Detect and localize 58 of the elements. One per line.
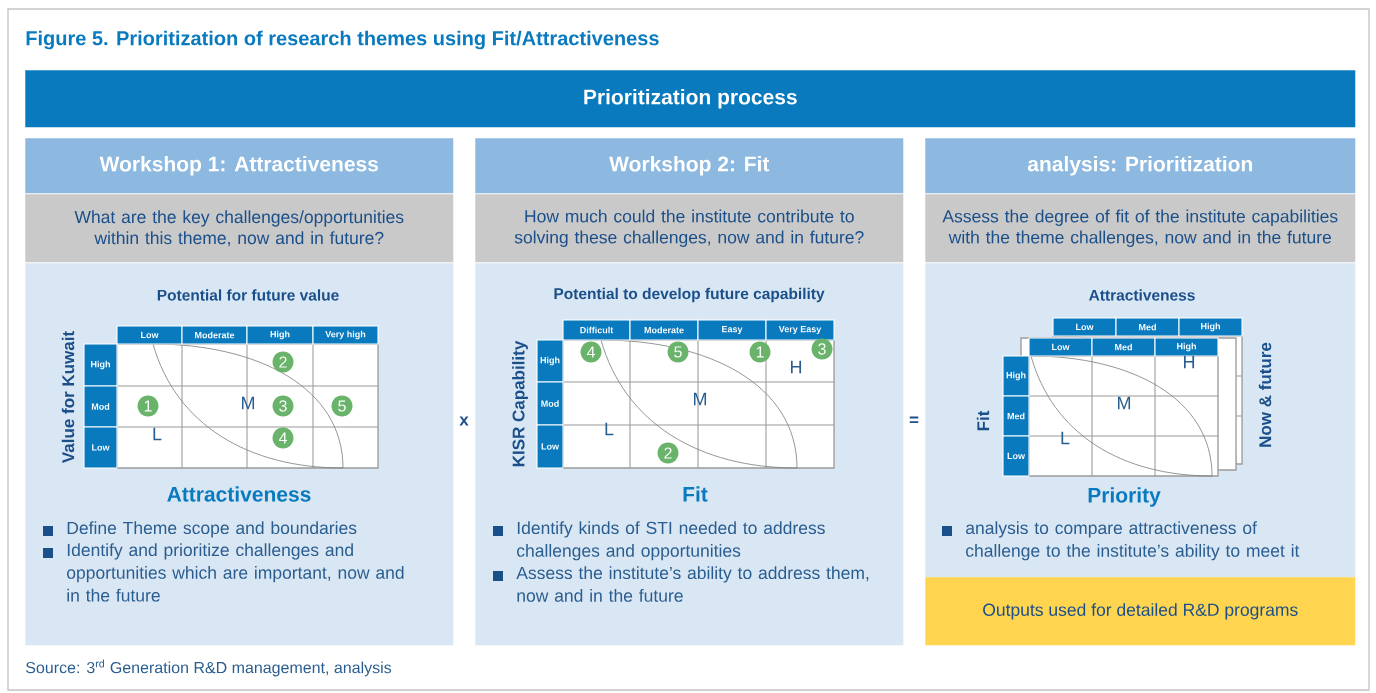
row-label: Med xyxy=(1002,395,1030,437)
column-header: Workshop 1: Attractiveness xyxy=(25,138,454,194)
column-label: Very Easy xyxy=(765,319,835,341)
column-label: High xyxy=(246,325,314,345)
zone-letter: M xyxy=(242,396,255,410)
axis-title: Value for Kuwait xyxy=(61,331,75,463)
operator-sign: = xyxy=(909,416,919,423)
row-label: High xyxy=(536,339,564,383)
chart-title: Attractiveness xyxy=(1089,289,1195,301)
column-label: Moderate xyxy=(181,325,248,345)
column-label: Easy xyxy=(697,319,767,341)
column-label: Med xyxy=(1091,337,1156,357)
banner: Prioritization process xyxy=(25,70,1356,128)
chart-title: Potential to develop future capability xyxy=(554,287,825,303)
zone-letter: L xyxy=(1061,431,1070,445)
zone-letter: M xyxy=(1118,396,1131,410)
operator-sign: x xyxy=(459,416,469,426)
row-label: Low xyxy=(1002,435,1030,477)
bullet-item: Identify kinds of STI needed to address challenges and opportunities xyxy=(493,521,825,561)
zone-letter: L xyxy=(153,427,162,441)
column-label: High xyxy=(1178,317,1243,337)
bullet-item: analysis to compare attractiveness of challenge to the institute’s ability to meet it xyxy=(942,521,1300,561)
zone-letter: H xyxy=(1184,355,1195,369)
column-label: Low xyxy=(1028,337,1093,357)
row-label: High xyxy=(83,343,118,387)
zone-letter: H xyxy=(791,360,802,374)
row-label: Mod xyxy=(536,381,564,426)
axis-title: Now & future xyxy=(1258,342,1272,447)
column-label: Difficult xyxy=(562,319,631,341)
question-box: What are the key challenges/opportunities within this theme, now and in future? xyxy=(25,194,454,263)
column-header: Workshop 2: Fit xyxy=(475,138,904,194)
column-label: High xyxy=(1154,337,1219,357)
zone-letter: M xyxy=(694,392,707,406)
bullet-item: Assess the institute’s ability to address them, now and in the future xyxy=(493,566,869,602)
output-box: Outputs used for detailed R&D programs xyxy=(925,577,1356,646)
chart-heading: Priority xyxy=(1088,487,1161,507)
column-label: Med xyxy=(1115,317,1180,337)
question-box: How much could the institute contribute to solving these challenges, now and in future? xyxy=(475,194,904,263)
column-label: Low xyxy=(1052,317,1117,337)
chart-heading: Attractiveness xyxy=(167,486,311,502)
figure-title: Figure 5. Prioritization of research themes using Fit/Attractiveness xyxy=(26,30,659,50)
row-label: Mod xyxy=(83,385,118,428)
source-note: Source: 3$^{rd}$ Generation R&D management, analysis xyxy=(26,659,392,677)
chart-title: Potential for future value xyxy=(157,289,339,301)
column-label: Moderate xyxy=(629,319,699,341)
column-header: analysis: Prioritization xyxy=(925,138,1356,194)
bullet-item: Identify and prioritize challenges and opportunities which are important, now and in the future xyxy=(43,543,404,602)
zone-letter: L xyxy=(605,422,614,436)
question-box: Assess the degree of fit of the institute capabilities with the theme challenges, now and in the future xyxy=(925,194,1356,263)
axis-title: KISR Capability xyxy=(512,340,528,467)
column-label: Very high xyxy=(312,325,379,345)
axis-title: Fit xyxy=(976,410,990,431)
row-label: Low xyxy=(83,426,118,469)
row-label: Low xyxy=(536,424,564,469)
bullet-item: Define Theme scope and boundaries xyxy=(43,521,357,538)
column-label: Low xyxy=(116,325,183,345)
chart-heading: Fit xyxy=(683,486,708,502)
row-label: High xyxy=(1002,355,1030,397)
